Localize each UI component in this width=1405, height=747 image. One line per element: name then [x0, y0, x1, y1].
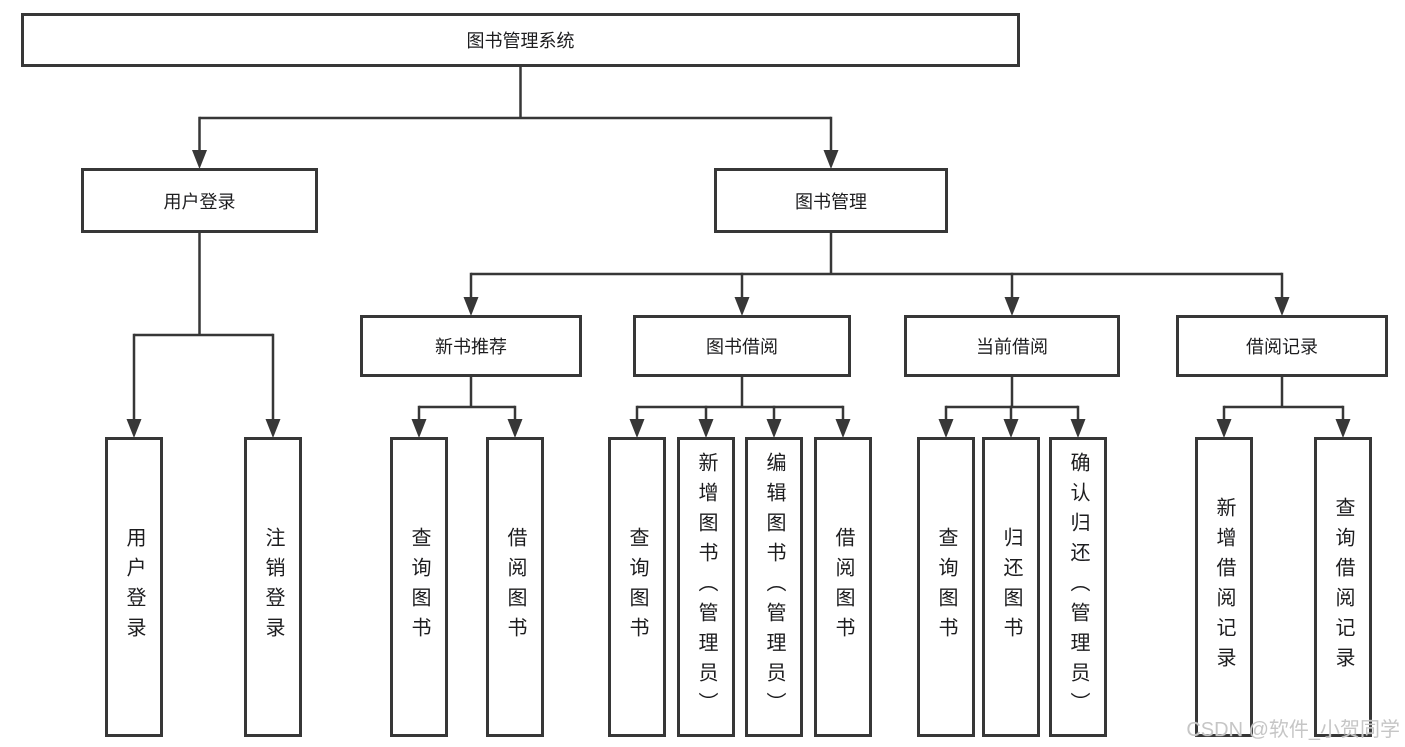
node-leaf-query-borrow-record: 查询借阅记录	[1314, 437, 1372, 737]
node-label: 新书推荐	[435, 337, 507, 357]
arrowhead-icon	[629, 419, 645, 438]
arrowhead-icon	[823, 150, 839, 169]
node-library-management-system: 图书管理系统	[21, 13, 1020, 67]
node-book-management: 图书管理	[714, 168, 948, 233]
node-leaf-edit-books-admin: 编辑图书（管理员）	[745, 437, 803, 737]
node-label: 新增图书（管理员）	[695, 452, 717, 722]
node-leaf-borrow-books: 借阅图书	[814, 437, 872, 737]
node-label: 图书管理	[795, 191, 867, 212]
node-leaf-logout: 注销登录	[244, 437, 302, 737]
node-label: 图书管理系统	[466, 31, 575, 51]
node-leaf-query-books-current: 查询图书	[917, 437, 975, 737]
arrowhead-icon	[463, 297, 479, 316]
arrowhead-icon	[192, 150, 207, 169]
node-book-borrowing: 图书借阅	[633, 315, 851, 377]
node-label: 归还图书	[1000, 527, 1022, 647]
node-label: 用户登录	[123, 527, 145, 647]
node-current-borrowing: 当前借阅	[904, 315, 1120, 377]
node-borrowing-records: 借阅记录	[1176, 315, 1388, 377]
node-label: 注销登录	[262, 527, 284, 647]
arrowhead-icon	[835, 419, 851, 438]
node-label: 借阅图书	[504, 527, 526, 647]
arrowhead-icon	[126, 419, 142, 438]
node-label: 查询图书	[408, 527, 430, 647]
node-label: 编辑图书（管理员）	[763, 452, 785, 722]
node-label: 查询图书	[626, 527, 648, 647]
arrowhead-icon	[411, 419, 427, 438]
arrowhead-icon	[698, 419, 714, 438]
node-leaf-confirm-return-admin: 确认归还（管理员）	[1049, 437, 1107, 737]
arrowhead-icon	[265, 419, 281, 438]
node-label: 借阅图书	[832, 527, 854, 647]
arrowhead-icon	[1070, 419, 1086, 438]
node-leaf-query-books-borrow: 查询图书	[608, 437, 666, 737]
node-label: 借阅记录	[1246, 337, 1318, 357]
arrowhead-icon	[734, 297, 750, 316]
node-label: 图书借阅	[706, 337, 778, 357]
arrowhead-icon	[938, 419, 954, 438]
node-leaf-query-books-recommend: 查询图书	[390, 437, 448, 737]
arrowhead-icon	[1274, 297, 1290, 316]
node-leaf-return-books: 归还图书	[982, 437, 1040, 737]
node-leaf-add-borrow-record: 新增借阅记录	[1195, 437, 1253, 737]
node-leaf-add-books-admin: 新增图书（管理员）	[677, 437, 735, 737]
arrowhead-icon	[766, 419, 782, 438]
watermark: CSDN @软件_小贺同学	[1186, 719, 1400, 741]
node-leaf-borrow-books-recommend: 借阅图书	[486, 437, 544, 737]
arrowhead-icon	[1335, 419, 1351, 438]
node-label: 查询借阅记录	[1332, 497, 1354, 677]
node-label: 确认归还（管理员）	[1067, 452, 1089, 722]
arrowhead-icon	[1216, 419, 1232, 438]
node-label: 查询图书	[935, 527, 957, 647]
node-label: 用户登录	[163, 191, 236, 212]
node-label: 新增借阅记录	[1213, 497, 1235, 677]
arrowhead-icon	[1003, 419, 1019, 438]
node-user-login: 用户登录	[81, 168, 318, 233]
arrowhead-icon	[1004, 297, 1020, 316]
node-leaf-user-login: 用户登录	[105, 437, 163, 737]
arrowhead-icon	[507, 419, 523, 438]
node-label: 当前借阅	[976, 337, 1048, 357]
node-new-book-recommendation: 新书推荐	[360, 315, 582, 377]
